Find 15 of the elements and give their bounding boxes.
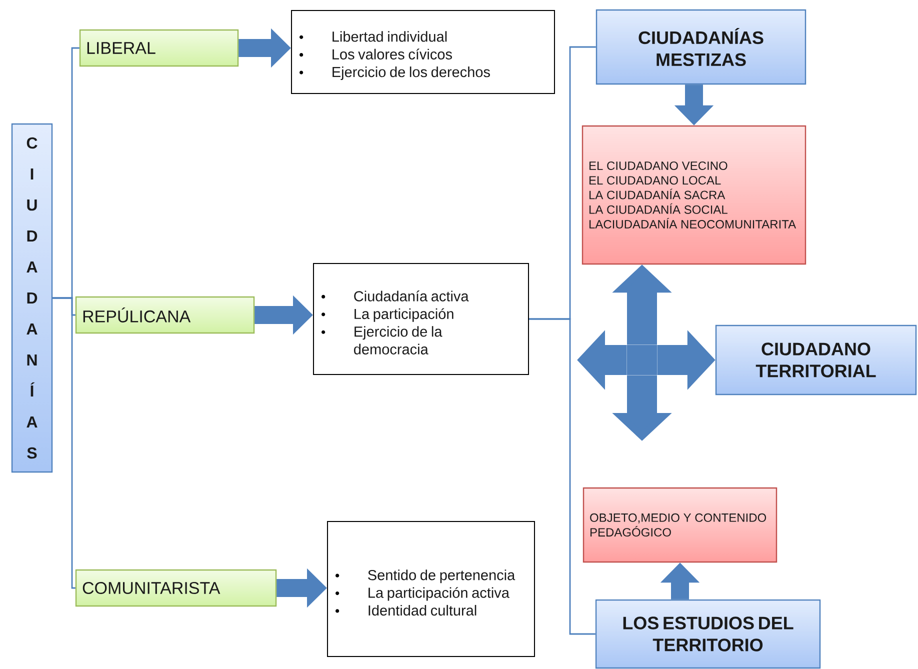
arrow-hub (627, 345, 657, 375)
box-heading: CIUDADANÍAS (11, 123, 53, 473)
concept-box: LOS ESTUDIOS DEL TERRITORIO (595, 599, 821, 669)
concept-box: CIUDADANÍAS MESTIZAS (596, 9, 806, 85)
bullet-list-box: Libertad individual Los valores cívicos Ejercicio de los derechos (291, 10, 555, 94)
bullet-list-box: Sentido de pertenencia La participación activa Identidad cultural (327, 521, 535, 657)
list-box: OBJETO,MEDIO Y CONTENIDO PEDAGÓGICO (582, 487, 778, 563)
concept-box: CIUDADANO TERRITORIAL (715, 324, 917, 396)
category-box: LIBERAL (79, 29, 239, 67)
bracket-line (52, 297, 76, 589)
bullet-list-box: Ciudadanía activa La participación Ejercicio de la democracia (313, 263, 529, 375)
list-box: EL CIUDADANO VECINO EL CIUDADANO LOCAL LA CIUDADANÍA SACRA LA CIUDADANÍA SOCIAL LACIUDADANÍA NEOCOMUNITARITA (582, 125, 806, 265)
bracket-line (529, 318, 596, 635)
category-box: REPÚLICANA (75, 296, 255, 334)
category-box: COMUNITARISTA (75, 569, 277, 607)
